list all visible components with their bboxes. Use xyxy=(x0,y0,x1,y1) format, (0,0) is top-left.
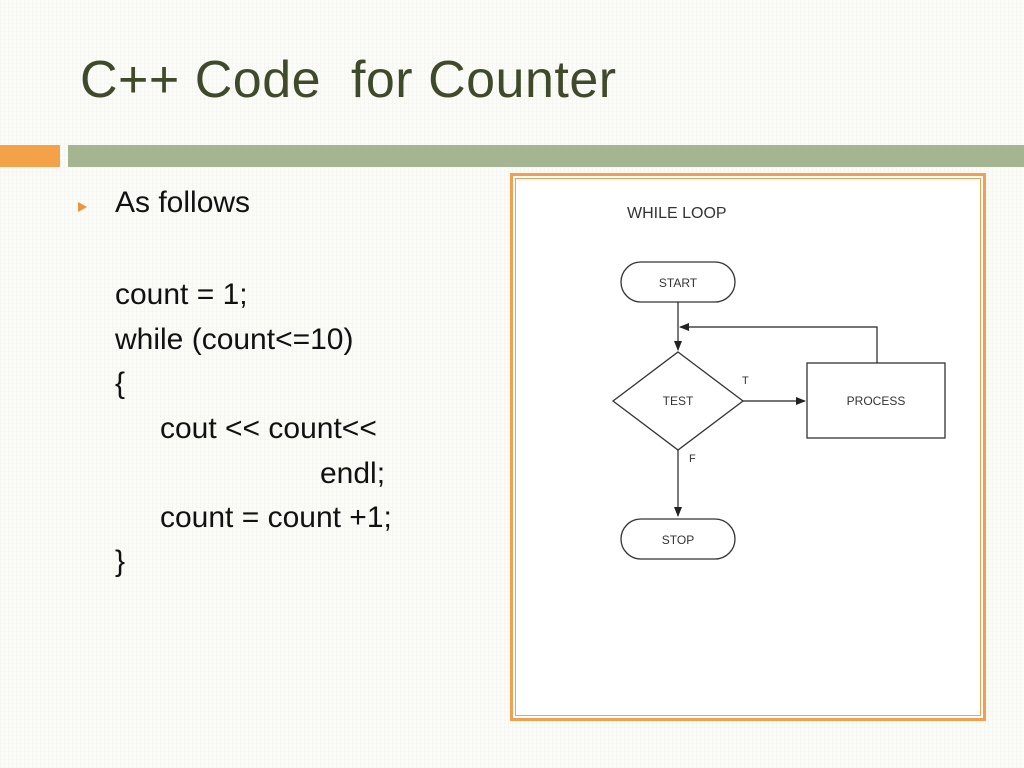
true-label: T xyxy=(742,375,749,387)
accent-bar-green xyxy=(68,145,1024,167)
code-line: { xyxy=(115,367,126,400)
accent-bar-orange xyxy=(0,145,60,167)
code-line: } xyxy=(115,545,126,578)
arrow-loop-back xyxy=(679,323,878,363)
start-label: START xyxy=(659,276,698,290)
code-line: endl; xyxy=(320,457,386,490)
slide-title: C++ Code for Counter xyxy=(80,51,617,109)
code-line: count = 1; xyxy=(115,278,248,311)
code-line: count = count +1; xyxy=(160,501,392,534)
process-node xyxy=(806,362,946,439)
arrow-bullet-icon xyxy=(78,202,87,212)
code-line: while (count<=10) xyxy=(115,323,354,356)
bullet-text: As follows xyxy=(115,186,251,219)
process-label: PROCESS xyxy=(847,394,906,408)
flowchart-frame: WHILE LOOP START TEST T PROCESS F STOP xyxy=(510,173,986,721)
code-line: cout << count<< xyxy=(160,412,377,445)
stop-node xyxy=(620,518,736,560)
flowchart: WHILE LOOP START TEST T PROCESS F STOP xyxy=(611,205,946,560)
false-label: F xyxy=(689,453,696,465)
diagram-title: WHILE LOOP xyxy=(627,205,727,222)
test-label: TEST xyxy=(663,394,694,408)
stop-label: STOP xyxy=(662,533,694,547)
